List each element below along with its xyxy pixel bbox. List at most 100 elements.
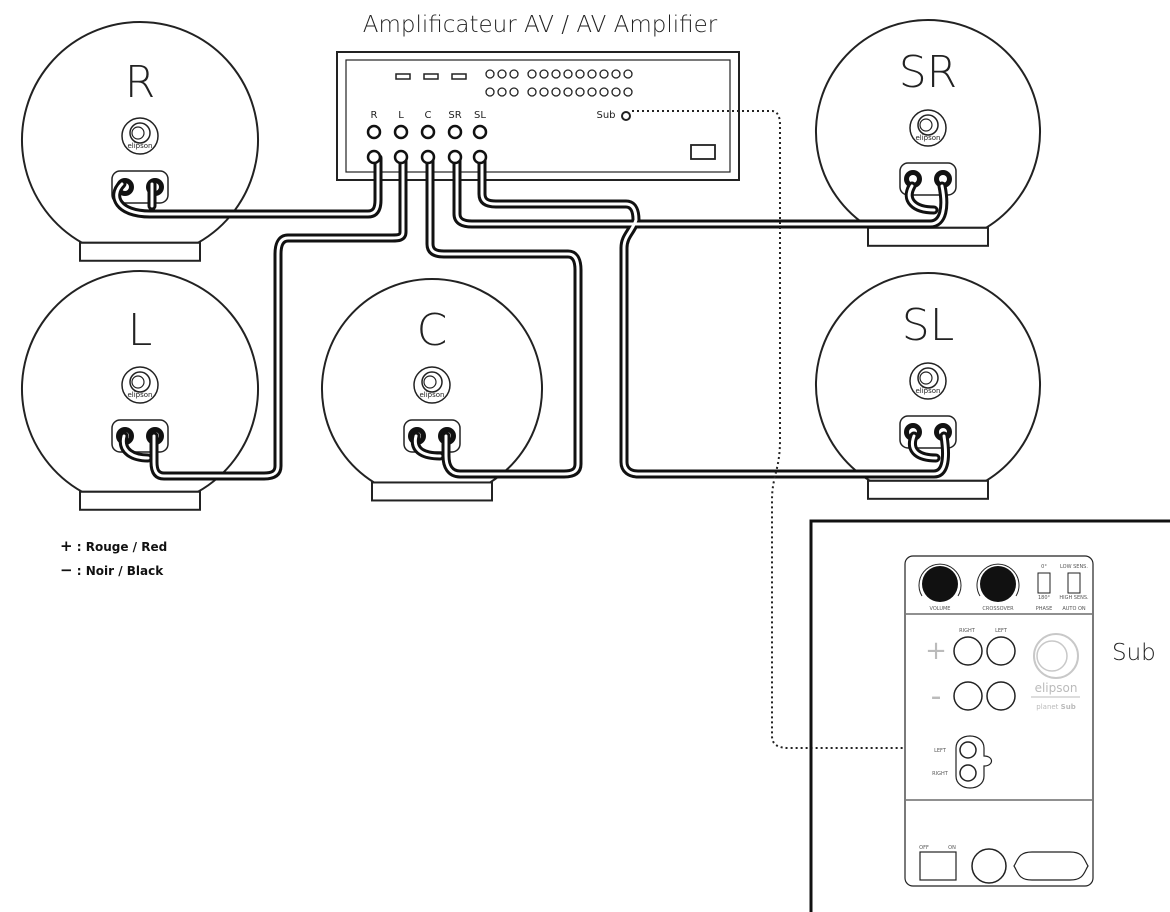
amp-knob-icon: [527, 87, 537, 97]
auto-on-label: AUTO ON: [1062, 606, 1086, 612]
phase-label: PHASE: [1036, 606, 1053, 612]
cable-core: [413, 434, 442, 458]
speaker-stand: [867, 479, 989, 500]
speaker-c: elipson: [321, 278, 543, 502]
power-inlet-icon: [1013, 851, 1089, 881]
amp-terminal-icon: [366, 149, 382, 165]
speaker-stand: [867, 226, 989, 247]
speaker-stand: [79, 490, 201, 511]
speaker-sl: elipson: [815, 272, 1041, 500]
amp-sub-label: Sub: [596, 110, 615, 121]
polarity-legend: + : Rouge / Red − : Noir / Black: [60, 537, 167, 579]
legend-plus-text: : Rouge / Red: [73, 540, 168, 554]
subwoofer-model-suffix: Sub: [1061, 703, 1076, 711]
amp-terminal-icon: [447, 124, 463, 140]
speaker-brand: elipson: [915, 387, 940, 395]
subwoofer-model-prefix: planet: [1036, 703, 1058, 711]
subwoofer-logo-icon: [1033, 633, 1079, 679]
subwoofer-model: planet Sub: [1036, 703, 1075, 711]
amp-knob-icon: [539, 87, 549, 97]
speaker-l: elipson: [21, 270, 259, 511]
sub-right-label: RIGHT: [959, 628, 976, 634]
crossover-knob-icon: [980, 566, 1016, 602]
speaker-label-r: R: [125, 57, 156, 108]
amp-knob-icon: [587, 87, 597, 97]
speaker-brand: elipson: [127, 391, 152, 399]
line-input-bottom-label: RIGHT: [932, 771, 949, 777]
amp-knob-icon: [623, 69, 633, 79]
speaker-stand: [371, 481, 493, 502]
sub-input-right-minus-icon: [953, 681, 983, 711]
sub-out-icon: [621, 111, 631, 121]
amp-terminal-icon: [393, 124, 409, 140]
amp-knob-icon: [623, 87, 633, 97]
speaker-badge-icon: [121, 117, 159, 155]
amplifier-display-icon: [395, 73, 467, 80]
amp-knob-icon: [551, 69, 561, 79]
legend-plus-symbol: +: [60, 537, 73, 555]
line-input-right-icon: [959, 764, 977, 782]
subwoofer-label: Sub: [1112, 640, 1156, 666]
fuse-holder-icon: [971, 848, 1007, 884]
sens-bottom-label: HIGH SENS.: [1059, 595, 1089, 601]
amp-terminal-icon: [420, 124, 436, 140]
amplifier-title: Amplificateur AV / AV Amplifier: [363, 12, 718, 38]
amp-knob-icon: [527, 69, 537, 79]
volume-label: VOLUME: [930, 606, 951, 612]
subwoofer-brand: elipson: [1035, 681, 1078, 695]
amp-knob-icon: [485, 69, 495, 79]
phase-bottom-label: 180°: [1038, 595, 1051, 601]
amp-terminal-icon: [472, 124, 488, 140]
amp-knob-icon: [563, 87, 573, 97]
speaker-label-c: C: [417, 305, 448, 356]
volume-knob-icon: [922, 566, 958, 602]
sub-signal-cable: [632, 110, 958, 749]
cable-core: [911, 434, 938, 460]
amp-channel-r: R: [371, 110, 378, 121]
amp-knob-icon: [497, 69, 507, 79]
cable-core: [121, 434, 150, 460]
amp-terminal-icon: [420, 149, 436, 165]
sens-top-label: LOW SENS.: [1060, 564, 1088, 570]
amp-terminal-icon: [366, 124, 382, 140]
amp-terminal-icon: [472, 149, 488, 165]
subwoofer-panel: VOLUME CROSSOVER 0° 180° PHASE LOW SENS.…: [904, 555, 1094, 887]
sub-left-label: LEFT: [995, 628, 1008, 634]
amp-knob-icon: [575, 69, 585, 79]
amp-knob-icon: [509, 69, 519, 79]
amp-channel-c: C: [425, 110, 432, 121]
amp-knob-icon: [509, 87, 519, 97]
power-rocker-icon: [919, 851, 957, 881]
legend-minus-text: : Noir / Black: [73, 564, 165, 578]
amp-channel-l: L: [398, 110, 404, 121]
sub-minus-symbol: -: [931, 679, 942, 714]
cable-core: [480, 156, 948, 476]
phase-switch-icon: [1037, 572, 1051, 594]
amp-knob-icon: [587, 69, 597, 79]
subwoofer: Sub VOLUME CROSSOVER 0° 180° PHASE LOW S…: [809, 519, 1170, 912]
amp-knob-icon: [611, 69, 621, 79]
amp-terminal-icon: [393, 149, 409, 165]
speaker-cables-inner: [115, 156, 948, 478]
speaker-badge-icon: [909, 362, 947, 400]
crossover-scale-icon: [976, 563, 1020, 597]
cable-core: [115, 156, 380, 216]
amp-knob-icon: [563, 69, 573, 79]
speaker-badge-icon: [413, 366, 451, 404]
speaker-label-sr: SR: [899, 47, 958, 98]
speaker-label-l: L: [128, 305, 153, 356]
speaker-brand: elipson: [419, 391, 444, 399]
speaker-brand: elipson: [127, 142, 152, 150]
amp-channel-sr: SR: [448, 110, 461, 121]
legend-minus-symbol: −: [60, 561, 73, 579]
volume-scale-icon: [918, 563, 962, 597]
power-off-label: OFF: [919, 845, 929, 851]
speaker-brand: elipson: [915, 134, 940, 142]
cable-core: [907, 184, 936, 212]
amp-knob-icon: [611, 87, 621, 97]
cable-core: [428, 156, 580, 476]
crossover-label: CROSSOVER: [982, 606, 1014, 612]
sub-input-right-plus-icon: [953, 636, 983, 666]
amp-knob-icon: [551, 87, 561, 97]
speaker-label-sl: SL: [902, 300, 954, 351]
